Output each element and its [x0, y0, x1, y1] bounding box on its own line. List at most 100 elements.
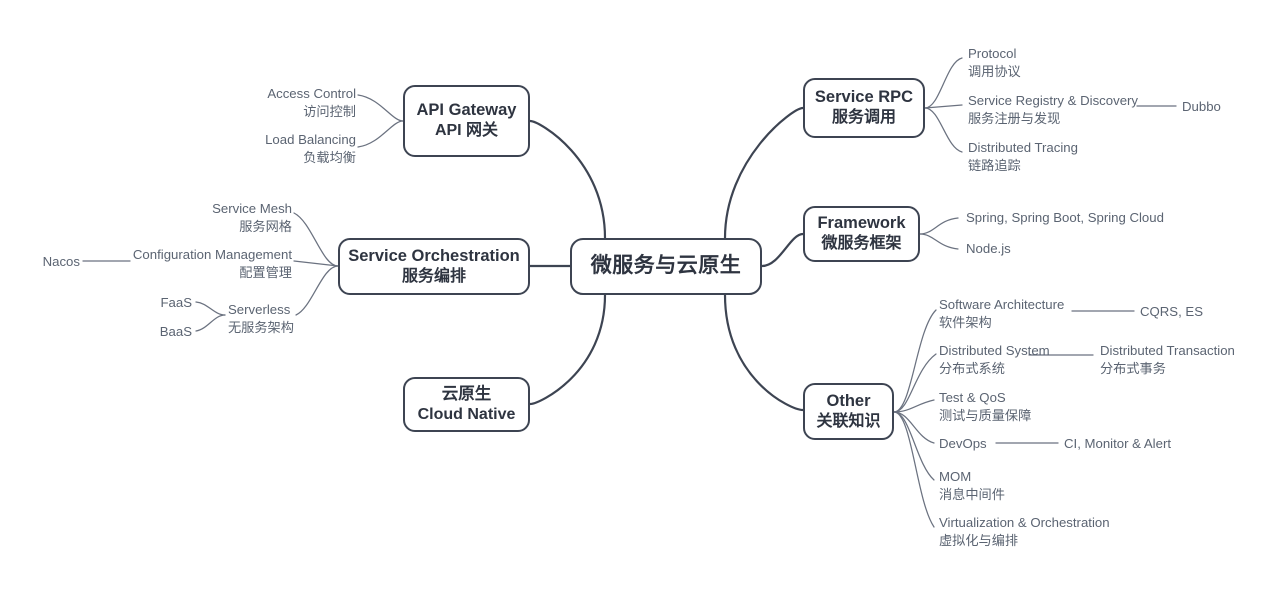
label-access-control-cn: 访问控制	[303, 103, 356, 119]
wire-other-mom	[893, 411, 935, 481]
label-protocol-en: Protocol	[968, 46, 1017, 61]
label-dubbo[interactable]: Dubbo	[1182, 99, 1221, 115]
label-devops-text: DevOps	[939, 436, 987, 451]
label-protocol[interactable]: Protocol 调用协议	[968, 45, 1021, 80]
wire-other-test-qos	[893, 399, 935, 413]
label-configuration-management-en: Configuration Management	[132, 247, 292, 262]
label-distributed-transaction-cn: 分布式事务	[1100, 360, 1166, 376]
label-mom[interactable]: MOM 消息中间件	[939, 468, 1005, 503]
node-service-orchestration-label-en: Service Orchestration	[348, 246, 520, 265]
label-service-registry-discovery[interactable]: Service Registry & Discovery 服务注册与发现	[968, 92, 1138, 127]
node-framework-label-en: Framework	[817, 214, 906, 233]
label-virtualization-orchestration[interactable]: Virtualization & Orchestration 虚拟化与编排	[939, 514, 1110, 549]
label-protocol-cn: 调用协议	[968, 63, 1021, 79]
label-service-registry-discovery-cn: 服务注册与发现	[968, 110, 1061, 126]
label-test-qos-en: Test & QoS	[939, 390, 1006, 405]
label-nodejs-text: Node.js	[966, 241, 1011, 256]
wire-root-service-rpc	[723, 106, 805, 240]
label-distributed-tracing-cn: 链路追踪	[968, 157, 1021, 173]
label-service-mesh-cn: 服务网格	[239, 218, 292, 234]
label-spring-stack[interactable]: Spring, Spring Boot, Spring Cloud	[966, 210, 1164, 226]
label-service-mesh[interactable]: Service Mesh 服务网格	[204, 200, 292, 235]
wire-root-framework	[760, 232, 805, 268]
node-other-label-en: Other	[826, 391, 871, 410]
node-cloud-native-label-cn: 云原生	[441, 384, 492, 403]
node-service-orchestration[interactable]: Service Orchestration 服务编排	[338, 238, 530, 295]
label-faas-text: FaaS	[160, 295, 192, 310]
node-service-rpc-label-cn: 服务调用	[831, 109, 896, 127]
label-serverless[interactable]: Serverless 无服务架构	[228, 301, 318, 336]
label-access-control[interactable]: Access Control 访问控制	[266, 85, 356, 120]
label-serverless-cn: 无服务架构	[228, 319, 294, 335]
label-baas[interactable]: BaaS	[140, 324, 192, 340]
label-access-control-en: Access Control	[267, 86, 356, 101]
label-distributed-system-en: Distributed System	[939, 343, 1050, 358]
wire-rpc-protocol	[924, 57, 963, 109]
node-cloud-native[interactable]: 云原生 Cloud Native	[403, 377, 530, 432]
wire-root-api-gateway	[528, 119, 607, 240]
wire-so-config-management	[293, 260, 339, 267]
label-cqrs-es[interactable]: CQRS, ES	[1140, 304, 1203, 320]
label-virtualization-orchestration-cn: 虚拟化与编排	[939, 532, 1019, 548]
label-distributed-tracing-en: Distributed Tracing	[968, 140, 1078, 155]
wire-root-other	[723, 293, 805, 412]
label-configuration-management[interactable]: Configuration Management 配置管理	[132, 246, 292, 281]
wire-so-service-mesh	[293, 212, 339, 267]
node-api-gateway[interactable]: API Gateway API 网关	[403, 85, 530, 157]
node-service-orchestration-label-cn: 服务编排	[401, 267, 466, 285]
label-distributed-transaction-en: Distributed Transaction	[1100, 343, 1235, 358]
label-service-registry-discovery-en: Service Registry & Discovery	[968, 93, 1139, 108]
wire-fw-nodejs	[919, 233, 959, 250]
label-faas[interactable]: FaaS	[140, 295, 192, 311]
wire-fw-spring	[919, 217, 959, 235]
label-devops[interactable]: DevOps	[939, 436, 987, 452]
label-nacos-text: Nacos	[42, 254, 80, 269]
node-root-label: 微服务与云原生	[590, 254, 742, 278]
label-nodejs[interactable]: Node.js	[966, 241, 1011, 257]
label-ci-monitor-alert[interactable]: CI, Monitor & Alert	[1064, 436, 1171, 452]
label-serverless-en: Serverless	[228, 302, 291, 317]
node-root[interactable]: 微服务与云原生	[570, 238, 762, 295]
node-framework-label-cn: 微服务框架	[821, 235, 902, 253]
label-spring-stack-text: Spring, Spring Boot, Spring Cloud	[966, 210, 1164, 225]
wire-other-devops	[893, 411, 935, 444]
wire-serverless-faas	[195, 301, 226, 316]
label-virtualization-orchestration-en: Virtualization & Orchestration	[939, 515, 1110, 530]
label-mom-en: MOM	[939, 469, 972, 484]
node-other-label-cn: 关联知识	[816, 412, 881, 430]
wire-serverless-baas	[195, 314, 226, 332]
label-ci-monitor-alert-text: CI, Monitor & Alert	[1064, 436, 1171, 451]
node-api-gateway-label-cn: API 网关	[434, 122, 499, 140]
label-load-balancing-en: Load Balancing	[265, 132, 356, 147]
label-cqrs-es-text: CQRS, ES	[1140, 304, 1204, 319]
wire-gw-load-balancing	[357, 120, 404, 148]
label-distributed-transaction[interactable]: Distributed Transaction 分布式事务	[1100, 342, 1235, 377]
label-software-architecture[interactable]: Software Architecture 软件架构	[939, 296, 1064, 331]
label-software-architecture-cn: 软件架构	[939, 314, 992, 330]
node-api-gateway-label-en: API Gateway	[416, 101, 517, 120]
label-load-balancing[interactable]: Load Balancing 负载均衡	[262, 131, 356, 166]
label-test-qos[interactable]: Test & QoS 测试与质量保障	[939, 389, 1031, 424]
label-software-architecture-en: Software Architecture	[939, 297, 1065, 312]
label-dubbo-text: Dubbo	[1182, 99, 1221, 114]
label-load-balancing-cn: 负载均衡	[303, 149, 356, 165]
label-nacos[interactable]: Nacos	[20, 254, 80, 270]
wire-rpc-tracing	[924, 107, 963, 153]
wire-rpc-registry	[924, 104, 963, 109]
label-distributed-system[interactable]: Distributed System 分布式系统	[939, 342, 1050, 377]
wire-other-distributed-system	[893, 353, 937, 413]
label-distributed-tracing[interactable]: Distributed Tracing 链路追踪	[968, 139, 1078, 174]
wire-root-cloud-native	[528, 293, 607, 406]
node-service-rpc-label-en: Service RPC	[814, 88, 914, 107]
wire-gw-access-control	[357, 94, 404, 122]
label-baas-text: BaaS	[159, 324, 192, 339]
node-service-rpc[interactable]: Service RPC 服务调用	[803, 78, 925, 138]
node-other[interactable]: Other 关联知识	[803, 383, 894, 440]
label-mom-cn: 消息中间件	[939, 486, 1005, 502]
label-test-qos-cn: 测试与质量保障	[939, 407, 1032, 423]
wire-other-virtualization	[893, 411, 935, 528]
node-framework[interactable]: Framework 微服务框架	[803, 206, 920, 262]
label-configuration-management-cn: 配置管理	[239, 264, 292, 280]
wire-other-software-architecture	[893, 309, 937, 413]
